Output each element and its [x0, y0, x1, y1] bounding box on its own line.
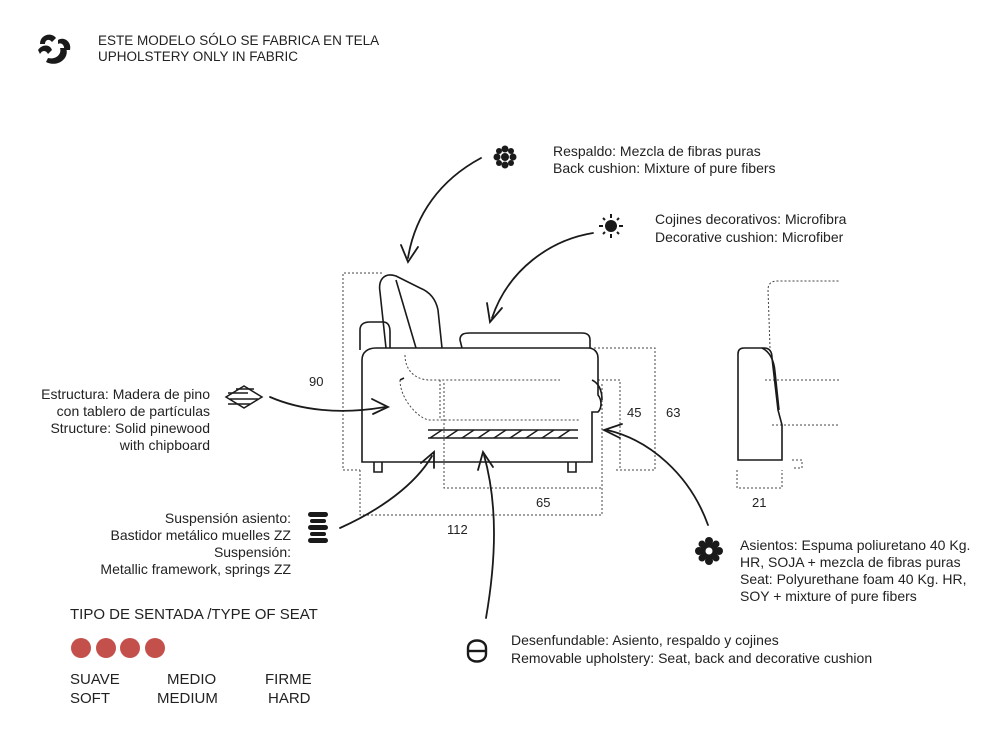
respaldo-es: Respaldo: Mezcla de fibras puras	[553, 143, 761, 159]
seat-type-title: TIPO DE SENTADA /TYPE OF SEAT	[70, 606, 318, 623]
suspension-es-1: Suspensión asiento:	[164, 510, 291, 526]
sun-icon	[599, 214, 623, 238]
asientos-en-1: Seat: Polyurethane foam 40 Kg. HR,	[740, 571, 967, 587]
level-hard-es: FIRME	[265, 671, 312, 688]
estructura-en-2: with chipboard	[119, 437, 210, 453]
callout-arrows	[269, 157, 709, 619]
zipper-icon	[466, 639, 488, 663]
estructura-es-1: Estructura: Madera de pino	[41, 386, 210, 402]
respaldo-en: Back cushion: Mixture of pure fibers	[553, 160, 776, 176]
spring-icon	[308, 512, 328, 543]
cojines-en: Decorative cushion: Microfiber	[655, 229, 844, 245]
flower-icon	[493, 145, 517, 169]
header-line-en: UPHOLSTERY ONLY IN FABRIC	[98, 49, 299, 64]
firmness-dot	[120, 638, 140, 658]
firmness-dot	[71, 638, 91, 658]
cojines-es: Cojines decorativos: Microfibra	[655, 211, 847, 227]
zz-springs	[428, 429, 578, 439]
dim-total-depth: 112	[447, 522, 468, 537]
suspension-en-1: Suspensión:	[213, 544, 291, 560]
level-hard-en: HARD	[268, 690, 311, 707]
suspension-en-2: Metallic framework, springs ZZ	[100, 561, 291, 577]
level-soft-es: SUAVE	[70, 671, 120, 688]
brand-logo	[38, 34, 71, 64]
sofa-side-view	[359, 274, 603, 473]
desenfundable-en: Removable upholstery: Seat, back and dec…	[511, 650, 873, 666]
asientos-en-2: SOY + mixture of pure fibers	[740, 588, 917, 604]
estructura-en-1: Structure: Solid pinewood	[50, 420, 210, 436]
header-line-es: ESTE MODELO SÓLO SE FABRICA EN TELA	[98, 33, 380, 48]
dim-arm-height: 63	[666, 405, 681, 420]
gear-flower-icon	[695, 537, 723, 565]
suspension-es-2: Bastidor metálico muelles ZZ	[110, 527, 291, 543]
desenfundable-es: Desenfundable: Asiento, respaldo y cojin…	[511, 632, 779, 648]
dim-seat-height: 45	[627, 405, 642, 420]
asientos-es-1: Asientos: Espuma poliuretano 40 Kg.	[740, 537, 971, 553]
dim-arm-width: 21	[752, 495, 767, 510]
level-medium-es: MEDIO	[167, 671, 217, 688]
armrest-profile	[737, 347, 783, 461]
level-soft-en: SOFT	[70, 690, 110, 707]
asientos-es-2: HR, SOJA + mezcla de fibras puras	[740, 554, 961, 570]
wood-planks-icon	[224, 385, 264, 409]
dim-seat-depth: 65	[536, 495, 551, 510]
dimension-guides	[342, 272, 840, 516]
dim-height-total: 90	[309, 374, 324, 389]
level-medium-en: MEDIUM	[157, 690, 218, 707]
firmness-dot	[145, 638, 165, 658]
estructura-es-2: con tablero de partículas	[56, 403, 210, 419]
firmness-dot	[96, 638, 116, 658]
